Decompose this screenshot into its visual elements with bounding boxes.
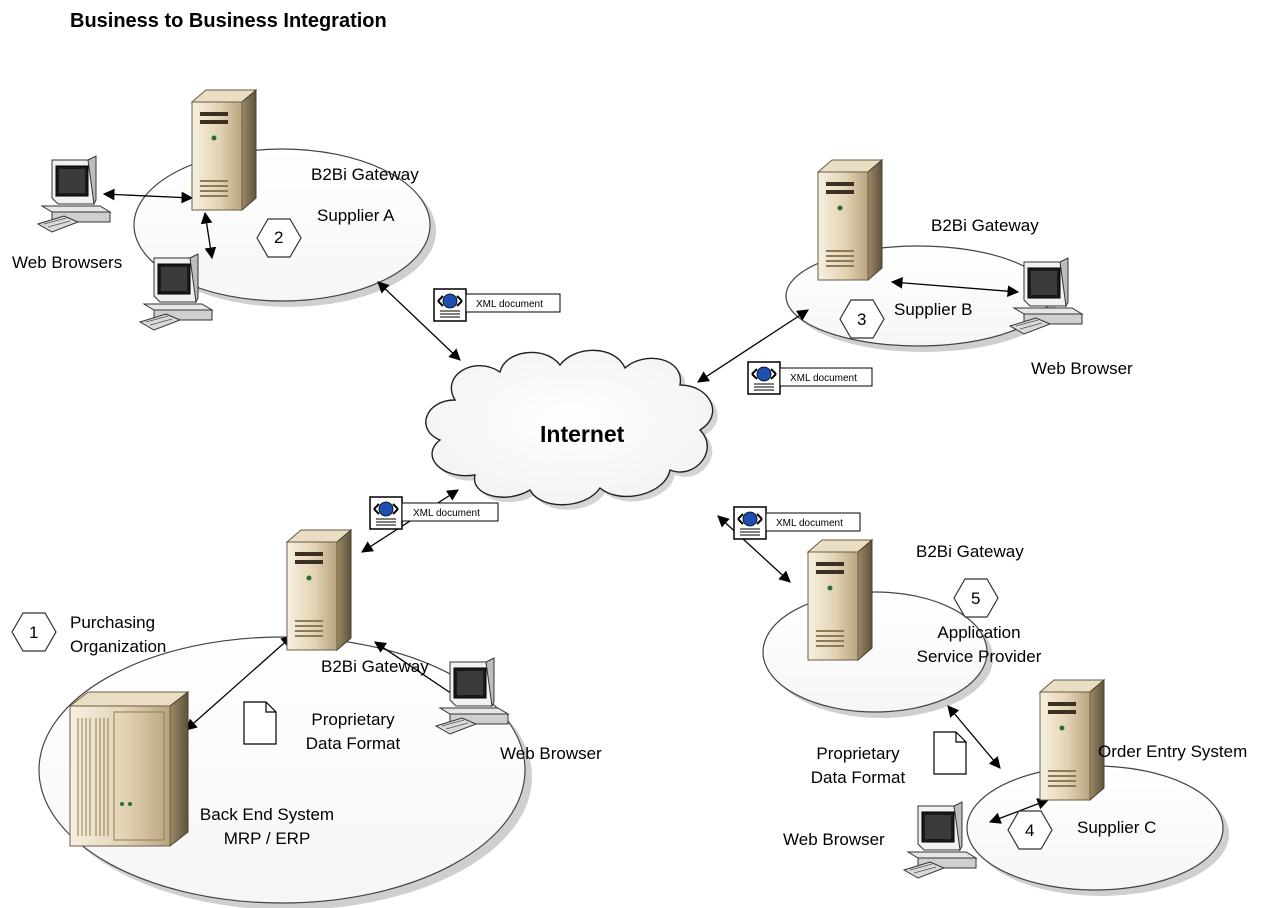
supplier-c-format-line2: Data Format (810, 768, 906, 787)
supplier-a-browser1-icon (37, 155, 111, 233)
supplier-b-gateway-label: B2Bi Gateway (931, 216, 1039, 235)
xml-doc-asp-label: XML document (776, 518, 843, 529)
asp-name-line1: Application (937, 623, 1021, 642)
xml-doc-purchasing-label: XML document (413, 508, 480, 519)
purchasing-server-icon (286, 529, 352, 651)
purchasing-format-line1: Proprietary (311, 710, 395, 729)
purchasing-name-line1: Purchasing (70, 613, 156, 632)
xml-doc-a-label: XML document (476, 299, 543, 310)
order-entry-label: Order Entry System (1098, 742, 1248, 761)
internet-label: Internet (540, 421, 625, 447)
supplier-c-document-icon (933, 731, 967, 775)
xml-document-icon (433, 288, 467, 322)
xml-doc-a: XML document (433, 288, 561, 322)
supplier-b-browser-label: Web Browser (1031, 359, 1133, 378)
supplier-a-gateway-label: B2Bi Gateway (311, 165, 419, 184)
xml-doc-purchasing: XML document (369, 496, 499, 530)
purchasing-format-line2: Data Format (305, 734, 401, 753)
supplier-c-server-icon (1039, 679, 1105, 801)
supplier-a-server-icon (191, 89, 257, 211)
purchasing-document-icon (243, 701, 277, 745)
internet-cloud (425, 349, 718, 510)
asp-gateway-label: B2Bi Gateway (916, 542, 1024, 561)
mainframe-icon (68, 690, 190, 848)
arrow-asp-order-entry (947, 705, 1001, 769)
badge-3-number: 3 (857, 310, 867, 329)
backend-line1: Back End System (199, 805, 335, 824)
supplier-a-name: Supplier A (317, 206, 395, 225)
supplier-b-server-icon (817, 159, 883, 281)
xml-doc-b: XML document (747, 361, 873, 395)
purchasing-name-line2: Organization (70, 637, 167, 656)
supplier-c-format-line1: Proprietary (816, 744, 900, 763)
badge-2-number: 2 (274, 228, 284, 247)
supplier-a-browsers-label: Web Browsers (12, 253, 123, 272)
backend-line2: MRP / ERP (223, 829, 311, 848)
supplier-c-browser-icon (903, 801, 977, 879)
xml-document-icon (733, 506, 767, 540)
supplier-c-browser-label: Web Browser (783, 830, 885, 849)
badge-4-number: 4 (1025, 821, 1035, 840)
diagram-title: Business to Business Integration (70, 10, 387, 32)
purchasing-gateway-label: B2Bi Gateway (321, 657, 429, 676)
arrow-b-browser (890, 277, 1020, 297)
arrow-purchasing-browser (374, 641, 465, 703)
asp-server-icon (807, 539, 873, 661)
asp-name-line2: Service Provider (916, 647, 1042, 666)
arrow-backend (185, 635, 293, 731)
arrow-asp-internet (717, 515, 791, 583)
badge-1-number: 1 (29, 623, 39, 642)
arrow-supplier-b-internet (697, 309, 809, 383)
xml-doc-asp: XML document (733, 506, 861, 540)
badge-5-number: 5 (971, 589, 981, 608)
xml-document-icon (369, 496, 403, 530)
xml-doc-b-label: XML document (790, 373, 857, 384)
purchasing-browser-label: Web Browser (500, 744, 602, 763)
supplier-c-name: Supplier C (1077, 818, 1157, 837)
arrow-a-browser1 (102, 188, 194, 204)
arrow-a-browser2 (200, 211, 217, 260)
supplier-b-name: Supplier B (894, 300, 973, 319)
xml-document-icon (747, 361, 781, 395)
arrow-supplier-a-internet (377, 281, 461, 361)
